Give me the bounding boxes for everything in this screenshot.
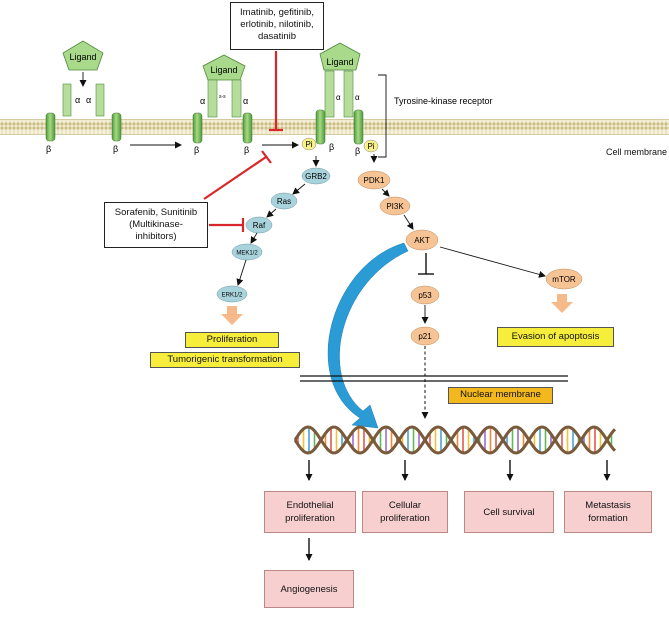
svg-text:α: α xyxy=(200,96,205,106)
ligand-label: Ligand xyxy=(210,65,237,75)
svg-text:p21: p21 xyxy=(418,332,432,341)
evasion-box: Evasion of apoptosis xyxy=(497,327,614,347)
svg-text:β: β xyxy=(46,144,51,154)
cell-membrane-label: Cell membrane xyxy=(606,147,667,157)
erk-node xyxy=(216,285,248,303)
akt-to-dna-arrow xyxy=(327,242,409,429)
ligand-shape xyxy=(202,54,246,81)
proliferation-box: Proliferation xyxy=(185,332,279,348)
pdk1-node xyxy=(357,170,391,190)
alpha-subunit xyxy=(62,83,72,117)
svg-text:ERK1/2: ERK1/2 xyxy=(222,293,243,299)
dna-strand xyxy=(293,425,617,455)
svg-text:p53: p53 xyxy=(418,291,432,300)
raf-node xyxy=(245,216,273,234)
grb2-node xyxy=(301,167,331,185)
mek-node xyxy=(231,243,263,261)
svg-text:s-s: s-s xyxy=(219,94,226,100)
alpha-subunit xyxy=(95,83,105,117)
svg-text:PI3K: PI3K xyxy=(386,202,404,211)
svg-text:β: β xyxy=(329,142,334,152)
cell-membrane xyxy=(0,119,669,135)
svg-text:α: α xyxy=(355,93,360,102)
tumorigenic-box: Tumorigenic transformation xyxy=(150,352,300,368)
receptor-unbound: Ligand α α β β xyxy=(45,40,122,154)
svg-text:β: β xyxy=(355,146,360,156)
receptor-bracket xyxy=(378,74,387,158)
akt-node xyxy=(405,229,439,251)
svg-text:PDK1: PDK1 xyxy=(364,176,385,185)
dna-helix xyxy=(293,425,617,455)
svg-text:AKT: AKT xyxy=(414,236,430,245)
svg-text:α: α xyxy=(243,96,248,106)
cell-survival-box: Cell survival xyxy=(464,491,554,533)
svg-text:β: β xyxy=(244,145,249,155)
multikinase-drug-box: Sorafenib, Sunitinib (Multikinase- inhib… xyxy=(104,202,208,248)
tki-drug-box: Imatinib, gefitinib, erlotinib, nilotini… xyxy=(230,2,324,50)
svg-text:mTOR: mTOR xyxy=(552,275,576,284)
p21-node xyxy=(410,326,440,346)
beta-subunit xyxy=(111,112,122,142)
rtk-label: Tyrosine-kinase receptor xyxy=(394,96,493,106)
svg-text:α: α xyxy=(86,95,91,105)
receptor-activated: Ligand α α β β Pi Pi xyxy=(301,42,379,156)
svg-text:β: β xyxy=(194,145,199,155)
svg-text:α: α xyxy=(336,93,341,102)
receptor-ligand-bound: Ligand α α s-s β β xyxy=(192,54,253,155)
svg-text:MEK1/2: MEK1/2 xyxy=(236,251,258,257)
ligand-label: Ligand xyxy=(326,57,353,67)
beta-subunit xyxy=(45,112,56,142)
ligand-shape xyxy=(319,42,361,71)
svg-text:α: α xyxy=(75,95,80,105)
phosphate-badge xyxy=(363,139,379,153)
svg-text:Raf: Raf xyxy=(253,221,266,230)
ras-node xyxy=(270,192,298,210)
phosphate-badge xyxy=(301,137,317,151)
down-arrow-icon xyxy=(221,306,243,325)
ligand-shape xyxy=(62,40,104,71)
svg-text:Pi: Pi xyxy=(367,142,374,151)
down-arrow-icon xyxy=(551,294,573,313)
p53-node xyxy=(410,285,440,305)
ligand-label: Ligand xyxy=(69,52,96,62)
svg-text:GRB2: GRB2 xyxy=(305,172,327,181)
pi3k-node xyxy=(379,196,411,216)
dna-strand xyxy=(293,425,617,455)
svg-text:β: β xyxy=(113,144,118,154)
svg-text:Pi: Pi xyxy=(305,140,312,149)
mtor-node xyxy=(545,268,583,290)
nuclear-membrane-box: Nuclear membrane xyxy=(448,387,553,404)
angiogenesis-box: Angiogenesis xyxy=(264,570,354,608)
svg-text:Ras: Ras xyxy=(277,197,291,206)
